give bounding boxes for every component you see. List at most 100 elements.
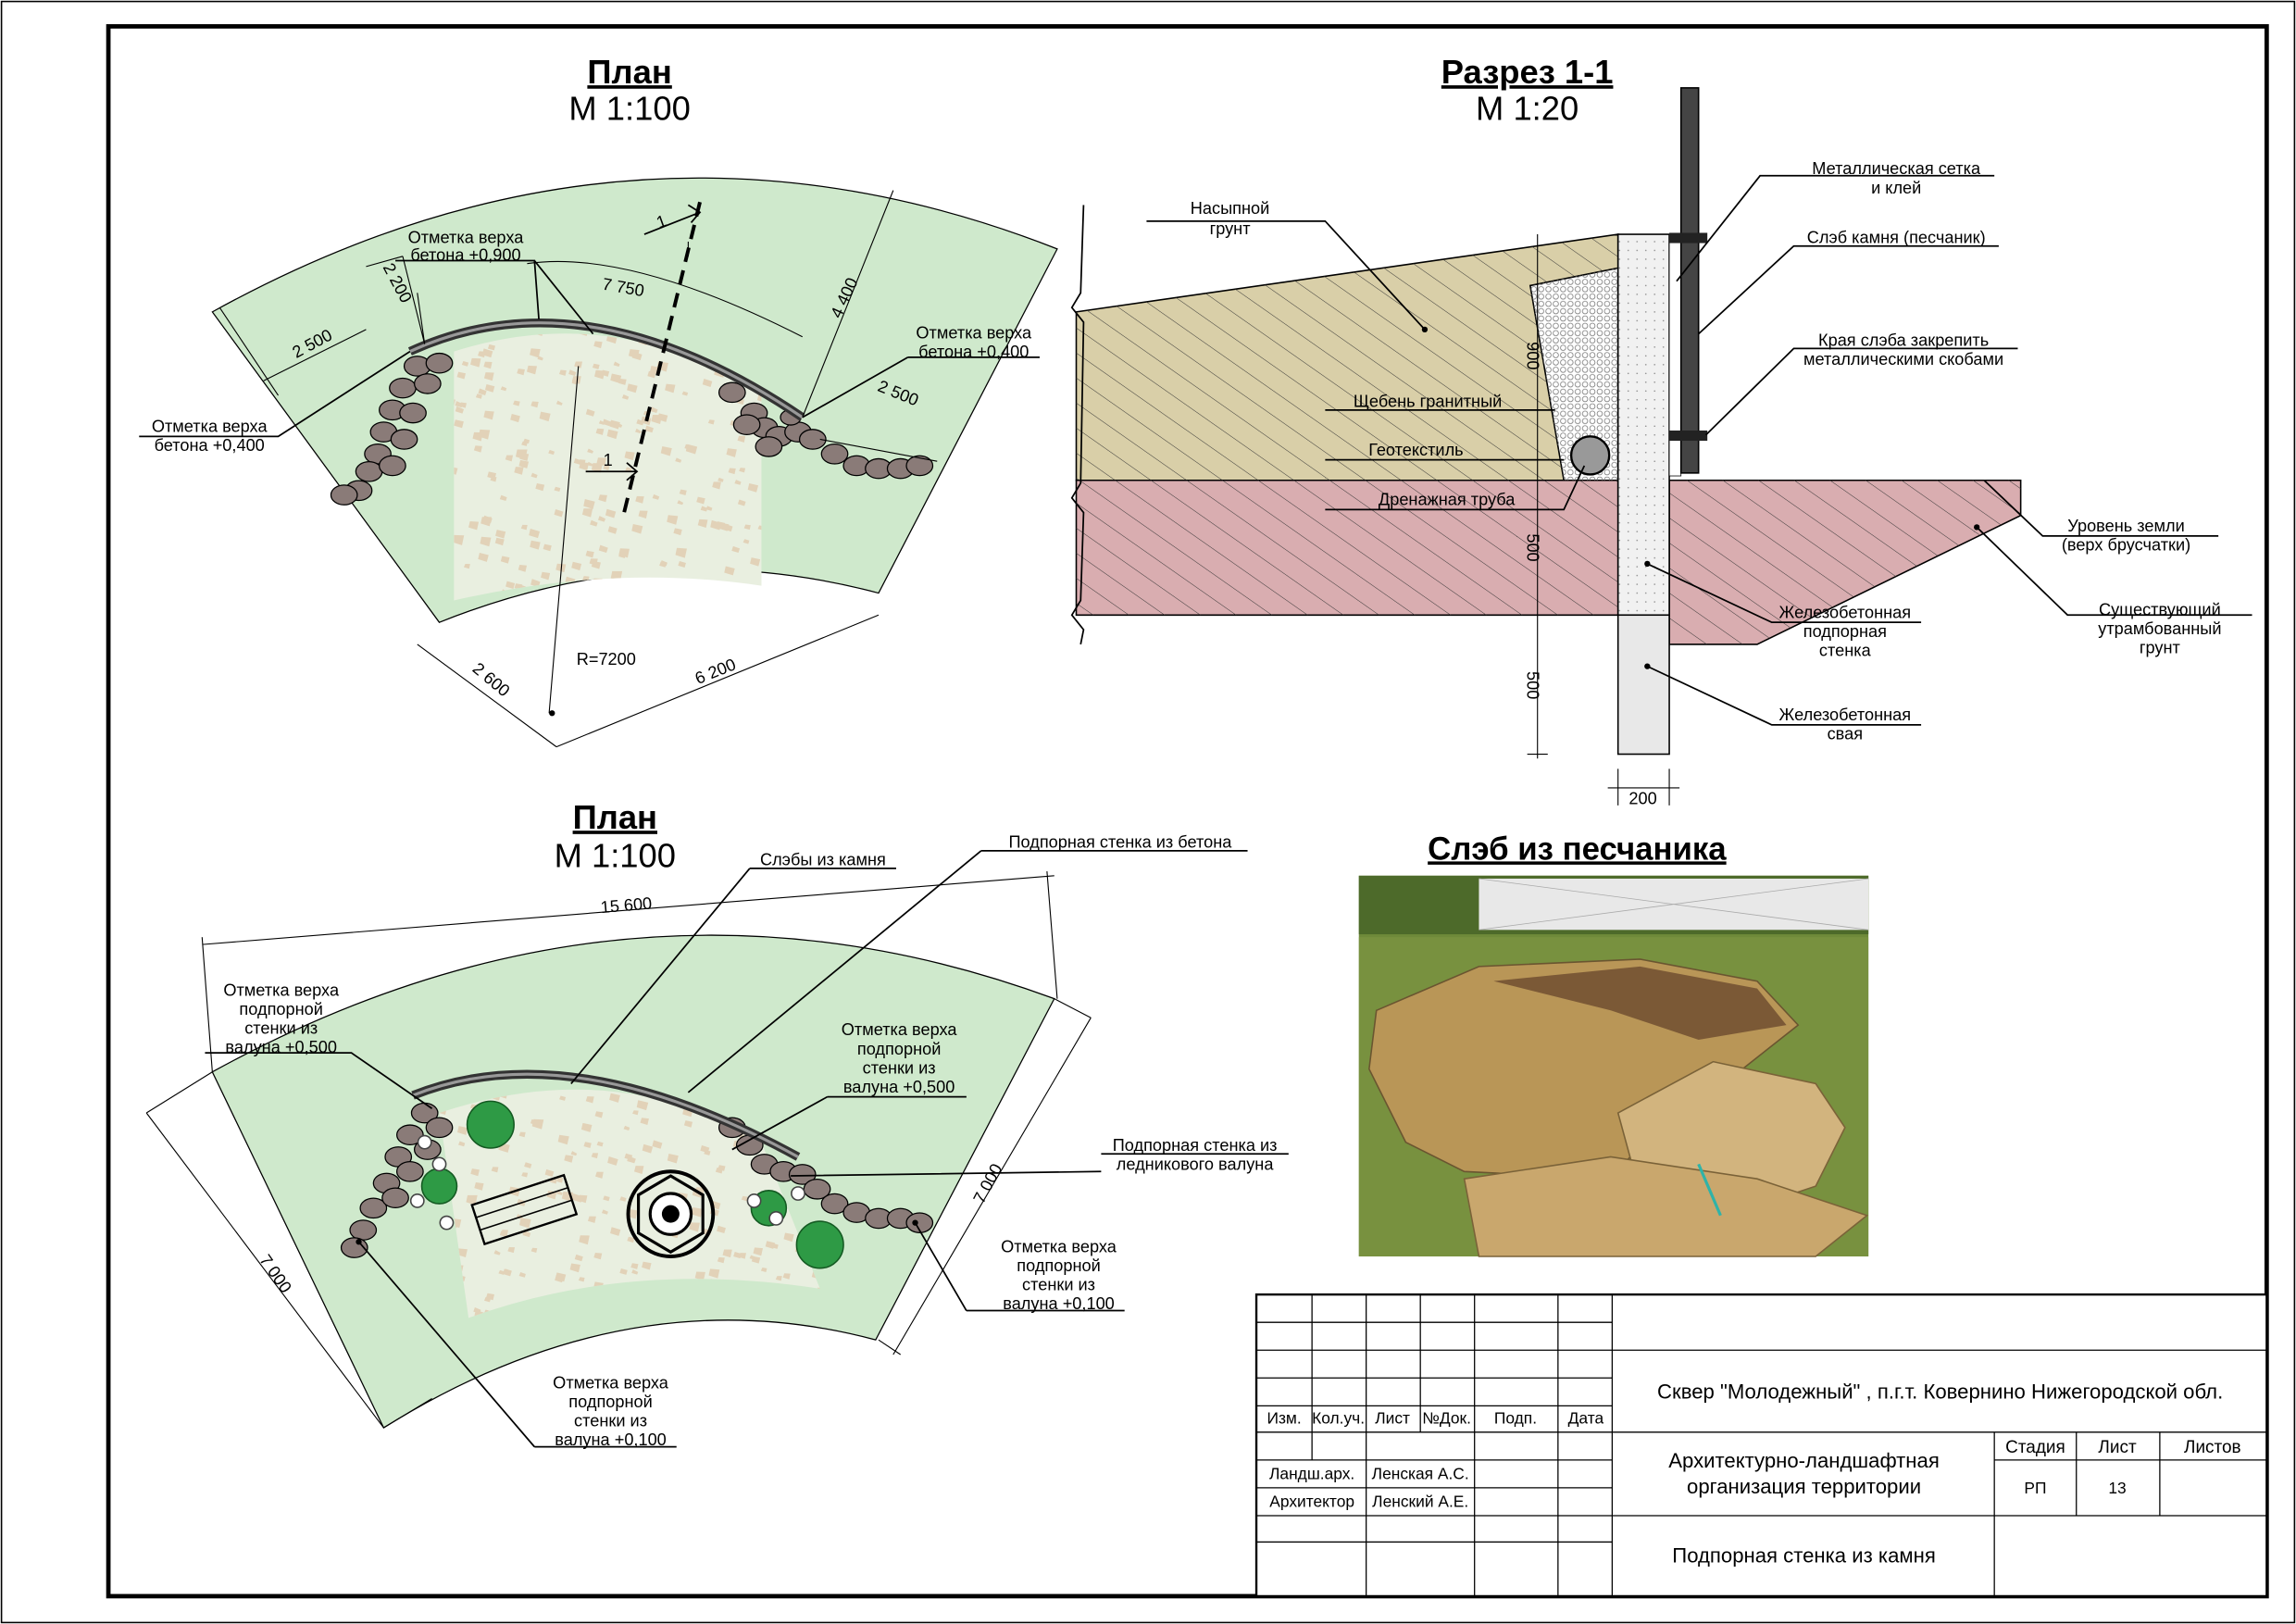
bracket-top (1669, 232, 1708, 244)
existing-soil-label-2: утрамбованный (2098, 619, 2221, 638)
gravel-piece (530, 1247, 538, 1253)
elev-right-line1: Отметка верха (916, 323, 1032, 342)
elev-left-top-2: подпорной (239, 1000, 323, 1018)
stage-label: Стадия (2005, 1438, 2065, 1457)
gravel-piece (591, 463, 603, 473)
gravel-piece (478, 388, 487, 395)
gravel-piece (621, 394, 630, 400)
gravel-piece (750, 557, 761, 567)
boulder-stone (355, 460, 383, 482)
flower (409, 1193, 425, 1208)
elev-right-top-1: Отметка верха (842, 1020, 958, 1039)
gravel-piece (767, 595, 774, 601)
boulder-stone (798, 429, 827, 450)
gravel-piece (478, 553, 489, 562)
plantings (409, 1100, 844, 1269)
gravel-piece (598, 593, 610, 601)
gravel-piece (724, 566, 735, 576)
fire-pit-icon (626, 1169, 716, 1258)
gravel-piece (585, 550, 594, 558)
gravel-piece (570, 1151, 578, 1156)
gravel-piece (742, 539, 750, 544)
sheet-label: Лист (2098, 1438, 2137, 1457)
dim-7000-right: 7 000 (970, 1161, 1006, 1207)
gravel-piece (555, 1272, 567, 1282)
gravel-piece (631, 1269, 639, 1275)
gravel-piece (596, 457, 607, 467)
gravel-piece (569, 1263, 580, 1273)
gravel-piece (610, 1227, 621, 1236)
gravel-piece (733, 1251, 742, 1259)
gravel-piece (572, 1193, 583, 1203)
gravel-piece (726, 448, 737, 457)
gravel-piece (574, 1254, 583, 1262)
gravel-piece (675, 547, 687, 558)
elev-right-bottom-3: стенки из (1022, 1275, 1095, 1293)
gravel-piece (609, 419, 620, 430)
gravel-piece (518, 459, 530, 468)
photo-title: Слэб из песчаника (1428, 831, 1727, 867)
gravel-piece (568, 369, 577, 376)
flower (791, 1186, 805, 1201)
gravel-piece (500, 386, 507, 392)
gravel-piece (623, 1125, 630, 1131)
header-list: Лист (1375, 1408, 1410, 1427)
gravel-piece (513, 400, 520, 406)
header-doc: №Док. (1422, 1408, 1471, 1427)
gravel-piece (524, 1162, 532, 1168)
gravel-piece (510, 414, 520, 423)
existing-soil-label-3: грунт (2140, 638, 2181, 656)
boulder-stone (349, 1219, 378, 1241)
dim-2600: 2 600 (469, 659, 514, 701)
gravel-piece (564, 1155, 574, 1163)
gravel-piece (783, 1232, 794, 1243)
gravel-piece (574, 361, 583, 369)
flower (746, 1193, 762, 1208)
elev-left-line1: Отметка верха (152, 418, 268, 436)
gravel-piece (473, 1307, 481, 1314)
elev-left-line2: бетона +0,400 (155, 436, 265, 455)
gravel-piece (587, 1216, 596, 1223)
boulder-wall-label-2: ледникового валуна (1117, 1156, 1275, 1174)
project-name: Сквер "Молодежный" , п.г.т. Ковернино Ни… (1657, 1380, 2223, 1403)
gravel-piece (593, 1252, 603, 1260)
gravel-piece (544, 1168, 555, 1177)
ground-level-label-1: Уровень земли (2067, 517, 2185, 535)
rc-wall (1616, 233, 1670, 617)
gravel-piece (771, 1243, 779, 1249)
gravel-piece (635, 428, 642, 434)
geotextile-label: Геотекстиль (1368, 441, 1463, 459)
boulder-stone (905, 455, 934, 477)
gravel-piece (685, 443, 698, 455)
elev-right-line2: бетона +0,400 (918, 343, 1029, 361)
gravel-piece (659, 561, 667, 568)
elev-center-line2: бетона +0,900 (410, 246, 520, 265)
gravel-piece (751, 1255, 761, 1264)
elev-left-bottom-3: стенки из (574, 1411, 647, 1430)
gravel-piece (475, 394, 482, 399)
gravel-piece (689, 1324, 696, 1330)
elev-left-bottom-2: подпорной (568, 1393, 653, 1411)
gravel-piece (591, 1153, 599, 1159)
radius-label: R=7200 (577, 650, 636, 668)
gravel-piece (667, 515, 679, 525)
sheet-value: 13 (2108, 1479, 2126, 1497)
gravel-piece (650, 406, 658, 414)
gravel-piece (594, 1111, 604, 1118)
gravel-piece (517, 369, 525, 376)
gravel-piece (677, 500, 684, 506)
gravel-piece (651, 414, 663, 425)
elev-left-top-4: валуна +0,500 (225, 1038, 337, 1056)
boulder-stone (425, 352, 454, 374)
gravel-piece (463, 563, 470, 569)
gravel-piece (736, 584, 745, 592)
gravel-piece (782, 1273, 791, 1280)
gravel-piece (640, 1118, 649, 1126)
gravel-piece (689, 1222, 700, 1232)
rc-wall-label-1: Железобетонная (1779, 603, 1912, 621)
dim-500-wall: 500 (1524, 533, 1542, 561)
gravel-piece (585, 1096, 594, 1104)
gravel-piece (775, 1276, 782, 1281)
fill-soil-label-1: Насыпной (1191, 199, 1270, 218)
